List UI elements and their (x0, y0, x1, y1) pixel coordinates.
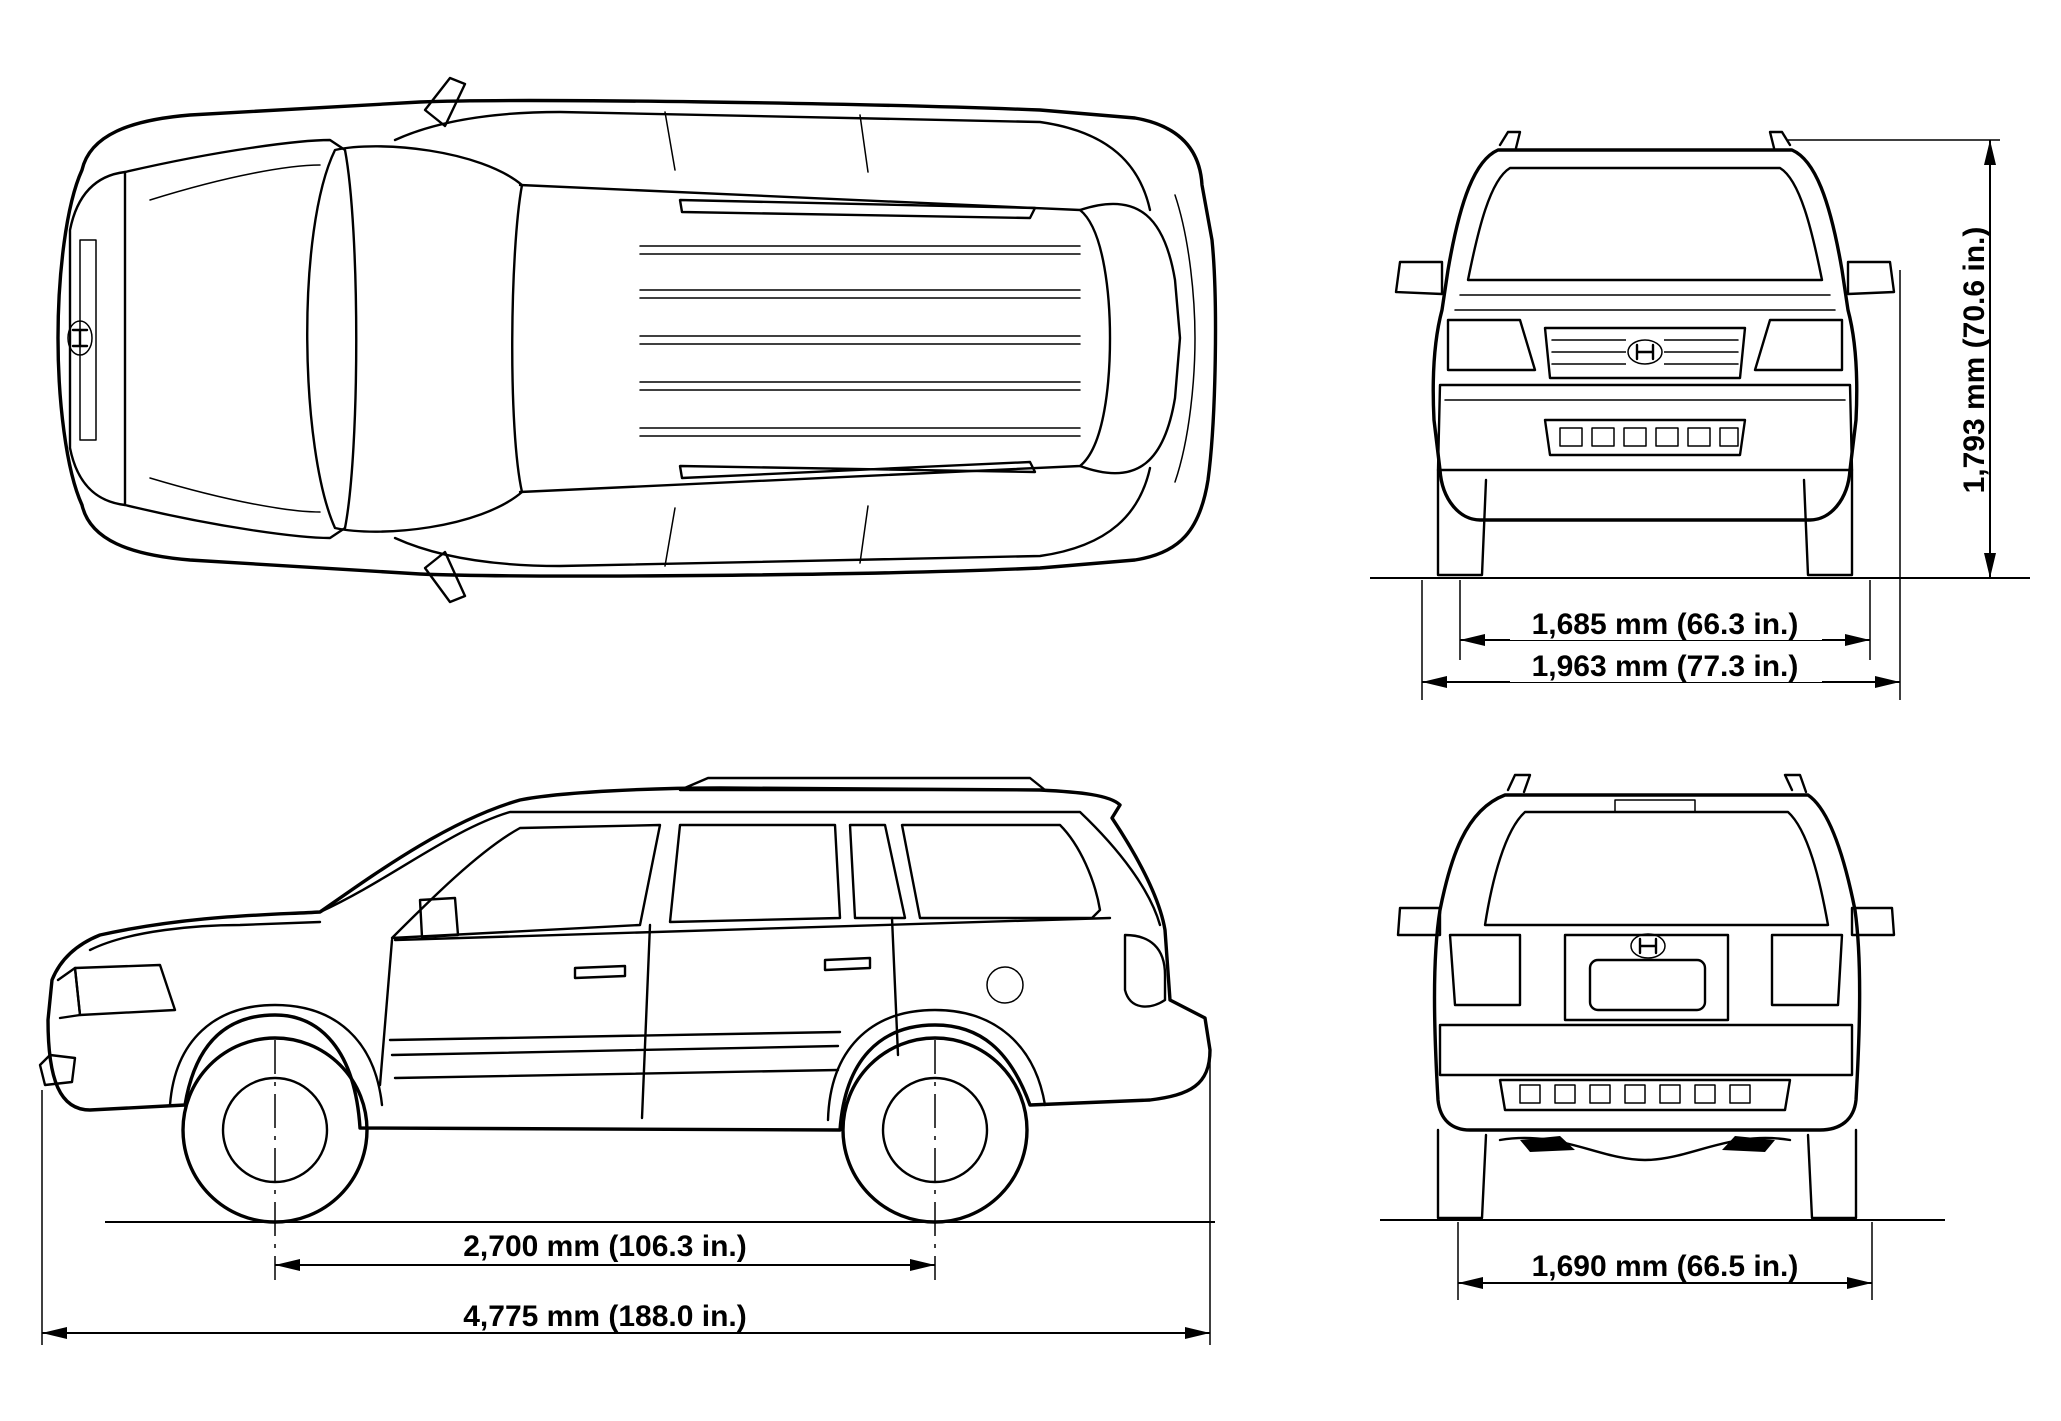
wheelbase-label: 2,700 mm (106.3 in.) (463, 1230, 746, 1263)
overall-height-label: 1,793 mm (70.6 in.) (1958, 227, 1991, 494)
top-view (56, 76, 1218, 604)
front-track-label: 1,685 mm (66.3 in.) (1532, 608, 1799, 641)
side-view (38, 776, 1212, 1224)
front-view (1394, 130, 1896, 577)
overall-width-label: 1,963 mm (77.3 in.) (1532, 650, 1799, 683)
rear-track-label: 1,690 mm (66.5 in.) (1532, 1250, 1799, 1283)
rear-view (1396, 773, 1896, 1220)
overall-length-label: 4,775 mm (188.0 in.) (463, 1300, 746, 1333)
